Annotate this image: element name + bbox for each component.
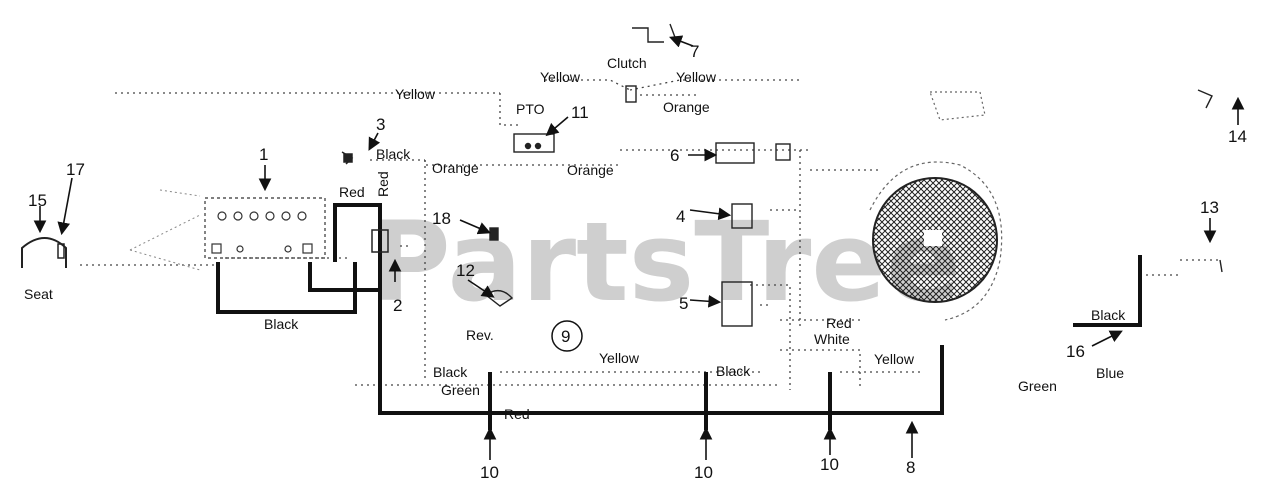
callout-14: 14: [1228, 127, 1247, 146]
callout-10-right: 10: [820, 455, 839, 474]
callout-1: 1: [259, 145, 268, 164]
label-seat: Seat: [24, 286, 53, 302]
label-orange-left: Orange: [432, 160, 479, 176]
label-red-battery: Red: [339, 184, 365, 200]
callout-15: 15: [28, 191, 47, 210]
callout-10-mid: 10: [694, 463, 713, 482]
thick-wires: [216, 203, 1142, 430]
label-yellow-right: Yellow: [874, 351, 915, 367]
label-yellow-clutch-left: Yellow: [540, 69, 581, 85]
label-pto: PTO: [516, 101, 545, 117]
callout-18: 18: [432, 209, 451, 228]
label-black-switch: Black: [376, 146, 411, 162]
label-clutch: Clutch: [607, 55, 647, 71]
label-yellow-clutch-right: Yellow: [676, 69, 717, 85]
callout-13: 13: [1200, 198, 1219, 217]
callout-10-left: 10: [480, 463, 499, 482]
callout-16: 16: [1066, 342, 1085, 361]
label-yellow-mid: Yellow: [599, 350, 640, 366]
label-black-bottom-left: Black: [433, 364, 468, 380]
label-white-right: White: [814, 331, 850, 347]
callout-9-circle: [551, 320, 583, 352]
label-orange-clutch: Orange: [663, 99, 710, 115]
label-green-far-right: Green: [1018, 378, 1057, 394]
chassis-outline: [129, 189, 201, 271]
callout-7: 7: [690, 42, 699, 61]
callout-4: 4: [676, 207, 685, 226]
thin-wires: [80, 79, 1220, 390]
label-red-bottom: Red: [504, 406, 530, 422]
label-black-battery: Black: [264, 316, 299, 332]
callout-6: 6: [670, 146, 679, 165]
watermark: PartsTree: [370, 198, 961, 326]
label-rev: Rev.: [466, 327, 494, 343]
label-red-vertical: Red: [375, 171, 391, 197]
components: [484, 23, 1223, 327]
label-red-right: Red: [826, 315, 852, 331]
callout-2: 2: [393, 296, 402, 315]
callout-5: 5: [679, 294, 688, 313]
callout-17: 17: [66, 160, 85, 179]
callout-3: 3: [376, 115, 385, 134]
callout-arrows: [33, 35, 1245, 460]
callout-11: 11: [571, 103, 589, 122]
label-black-mid: Black: [716, 363, 751, 379]
label-blue-far-right: Blue: [1096, 365, 1124, 381]
label-black-far-right: Black: [1091, 307, 1126, 323]
callout-8: 8: [906, 458, 915, 477]
wire-labels: Yellow Yellow Clutch Yellow Orange PTO B…: [24, 55, 1126, 422]
terminal-block: [204, 197, 326, 259]
label-orange-right: Orange: [567, 162, 614, 178]
ignition-switch: [341, 151, 389, 253]
seat-switch: [21, 237, 67, 268]
callout-numbers: 1 2 3 4 5 6 7 8 9 10 10 10 11 12 13 14 1…: [28, 42, 1247, 482]
callout-9: 9: [561, 327, 570, 346]
label-green-bottom-left: Green: [441, 382, 480, 398]
callout-12: 12: [456, 261, 475, 280]
label-yellow-top: Yellow: [395, 86, 436, 102]
pto-clutch-disc: [869, 91, 1003, 321]
